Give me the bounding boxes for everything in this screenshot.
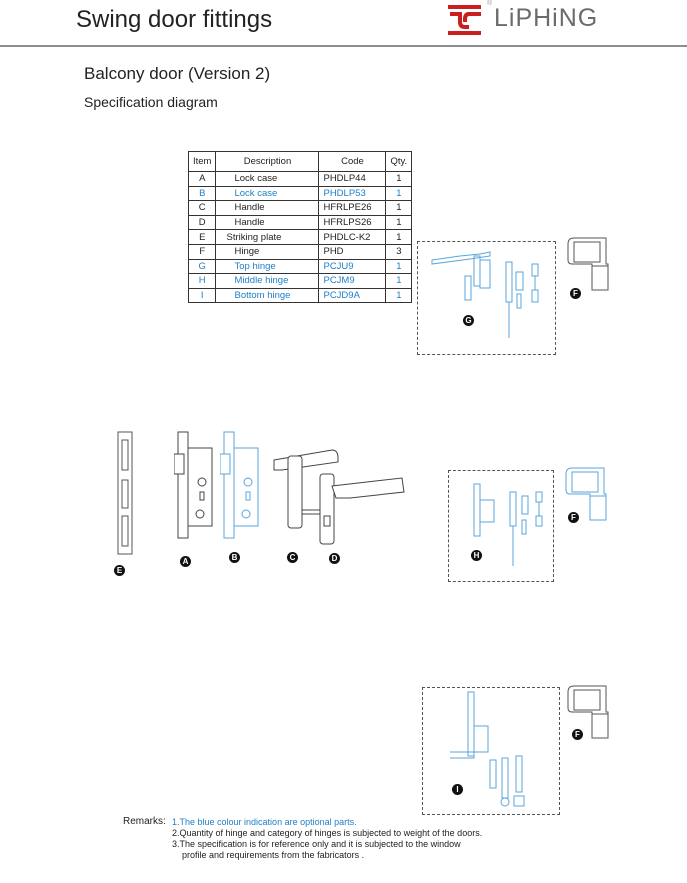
- cell-description: Handle: [215, 214, 320, 231]
- remarks-label: Remarks:: [123, 816, 166, 827]
- hinge-f-top-drawing-icon: [567, 237, 609, 291]
- brand-name: LiPHiNG: [494, 4, 599, 32]
- label-badge-h: H: [471, 550, 482, 561]
- page-subtitle: Balcony door (Version 2): [84, 64, 271, 83]
- col-code: Code: [318, 151, 387, 172]
- header-title: Swing door fittings: [76, 6, 273, 33]
- cell-code: PHDLP53: [318, 185, 387, 202]
- cell-description: Middle hinge: [215, 273, 320, 289]
- cell-code: PHD: [318, 243, 387, 260]
- cell-description: Top hinge: [215, 258, 320, 275]
- section-title: Specification diagram: [84, 94, 218, 110]
- hinge-f-middle-drawing-icon: [565, 467, 607, 521]
- remark-2: 2.Quantity of hinge and category of hing…: [172, 828, 483, 838]
- cell-qty: 1: [385, 214, 413, 231]
- cell-code: PHDLP44: [318, 171, 387, 187]
- label-badge-f-middle: F: [568, 512, 579, 523]
- cell-code: PHDLC-K2: [318, 229, 387, 245]
- cell-qty: 3: [385, 243, 413, 260]
- top-hinge-group-box: [417, 241, 556, 355]
- col-description: Description: [215, 151, 320, 172]
- col-qty: Qty.: [385, 151, 413, 172]
- table-header-row: Item Description Code Qty.: [187, 151, 413, 172]
- liphing-logo-icon: [448, 5, 481, 35]
- label-badge-i: I: [452, 784, 463, 795]
- label-badge-a: A: [180, 556, 191, 567]
- bottom-hinge-group-box: [422, 687, 560, 815]
- cell-qty: 1: [385, 229, 413, 245]
- remark-1: 1.The blue colour indication are optiona…: [172, 817, 357, 827]
- cell-code: HFRLPS26: [318, 214, 387, 231]
- cell-code: PCJU9: [318, 258, 387, 275]
- top-hinge-drawing-icon: [431, 251, 539, 338]
- cell-code: PCJD9A: [318, 287, 387, 304]
- cell-qty: 1: [385, 185, 413, 202]
- cell-item: A: [187, 171, 217, 187]
- lock-case-b-drawing-icon: [220, 431, 259, 539]
- middle-hinge-drawing-icon: [473, 483, 543, 566]
- label-badge-b: B: [229, 552, 240, 563]
- cell-item: G: [187, 258, 217, 275]
- remark-3-continued: profile and requirements from the fabric…: [182, 850, 365, 860]
- bottom-hinge-drawing-icon: [450, 691, 525, 807]
- label-badge-f-top: F: [570, 288, 581, 299]
- registered-mark: ®: [487, 0, 493, 7]
- cell-item: F: [187, 243, 217, 260]
- label-badge-e: E: [114, 565, 125, 576]
- cell-description: Handle: [215, 200, 320, 216]
- cell-item: E: [187, 229, 217, 245]
- col-item: Item: [187, 151, 217, 172]
- header-divider: [0, 45, 687, 47]
- hinge-f-bottom-drawing-icon: [567, 685, 609, 739]
- cell-item: H: [187, 273, 217, 289]
- cell-qty: 1: [385, 273, 413, 289]
- label-badge-f-bottom: F: [572, 729, 583, 740]
- remark-3: 3.The specification is for reference onl…: [172, 839, 461, 849]
- cell-description: Striking plate: [215, 229, 320, 245]
- cell-qty: 1: [385, 258, 413, 275]
- lock-case-a-drawing-icon: [174, 431, 213, 539]
- cell-item: B: [187, 185, 217, 202]
- middle-hinge-group-box: [448, 470, 554, 582]
- label-badge-d: D: [329, 553, 340, 564]
- cell-description: Lock case: [215, 171, 320, 187]
- label-badge-c: C: [287, 552, 298, 563]
- cell-qty: 1: [385, 200, 413, 216]
- cell-item: I: [187, 287, 217, 304]
- cell-description: Bottom hinge: [215, 287, 320, 304]
- cell-code: HFRLPE26: [318, 200, 387, 216]
- handles-c-d-drawing-icon: [273, 449, 405, 545]
- cell-description: Hinge: [215, 243, 320, 260]
- label-badge-g: G: [463, 315, 474, 326]
- cell-item: C: [187, 200, 217, 216]
- cell-code: PCJM9: [318, 273, 387, 289]
- striking-plate-drawing-icon: [117, 431, 133, 555]
- cell-qty: 1: [385, 171, 413, 187]
- cell-item: D: [187, 214, 217, 231]
- cell-qty: 1: [385, 287, 413, 304]
- cell-description: Lock case: [215, 185, 320, 202]
